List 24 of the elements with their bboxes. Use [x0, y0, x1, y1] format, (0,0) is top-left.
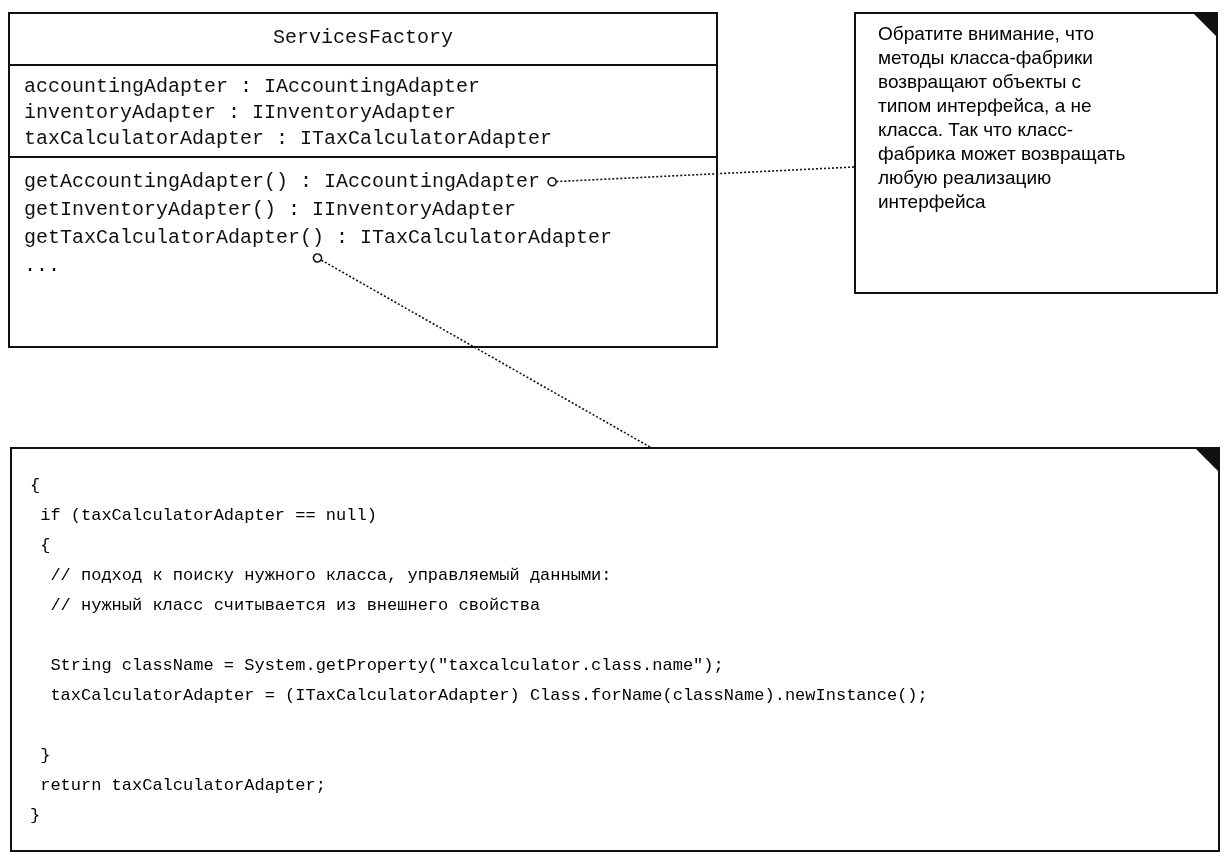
code-line: { [39, 535, 52, 557]
attribute-text: inventoryAdapter : IInventoryAdapter [24, 100, 458, 126]
code-line: } [30, 805, 42, 827]
code-line: if (taxCalculatorAdapter == null) [39, 505, 378, 527]
attribute-text: taxCalculatorAdapter : ITaxCalculatorAdapter [24, 126, 554, 152]
attribute-text: accountingAdapter : IAccountingAdapter [24, 74, 482, 100]
method-text: getInventoryAdapter() : IInventoryAdapter [24, 198, 517, 222]
class-name: ServicesFactory [273, 26, 453, 49]
code-line: String className = System.getProperty("taxcalculator.class.name"); [49, 655, 725, 677]
code-note [10, 447, 1220, 852]
code-line: return taxCalculatorAdapter; [39, 775, 327, 797]
method-text: getTaxCalculatorAdapter() : ITaxCalculatorAdapter [24, 226, 613, 250]
code-line: // подход к поиску нужного класса, управляемый данными: [49, 565, 613, 587]
leader-line [312, 253, 651, 448]
code-line: taxCalculatorAdapter = (ITaxCalculatorAdapter) Class.forName(className).newInstance(); [49, 685, 929, 707]
note-text: Обратите внимание, что методы класса-фабрики возвращают объекты с типом интерфейса, а не класса. Так что класс-фабрика может возвращать любую реализацию интерфейса [878, 22, 1126, 214]
method-text: getAccountingAdapter() : IAccountingAdapter [24, 170, 541, 194]
code-line: { [30, 475, 42, 497]
code-line: } [39, 745, 52, 767]
class-box [8, 12, 718, 348]
leader-line [547, 166, 855, 187]
code-line: // нужный класс считывается из внешнего свойства [49, 595, 542, 617]
method-text: ... [24, 254, 60, 278]
note [854, 12, 1218, 294]
